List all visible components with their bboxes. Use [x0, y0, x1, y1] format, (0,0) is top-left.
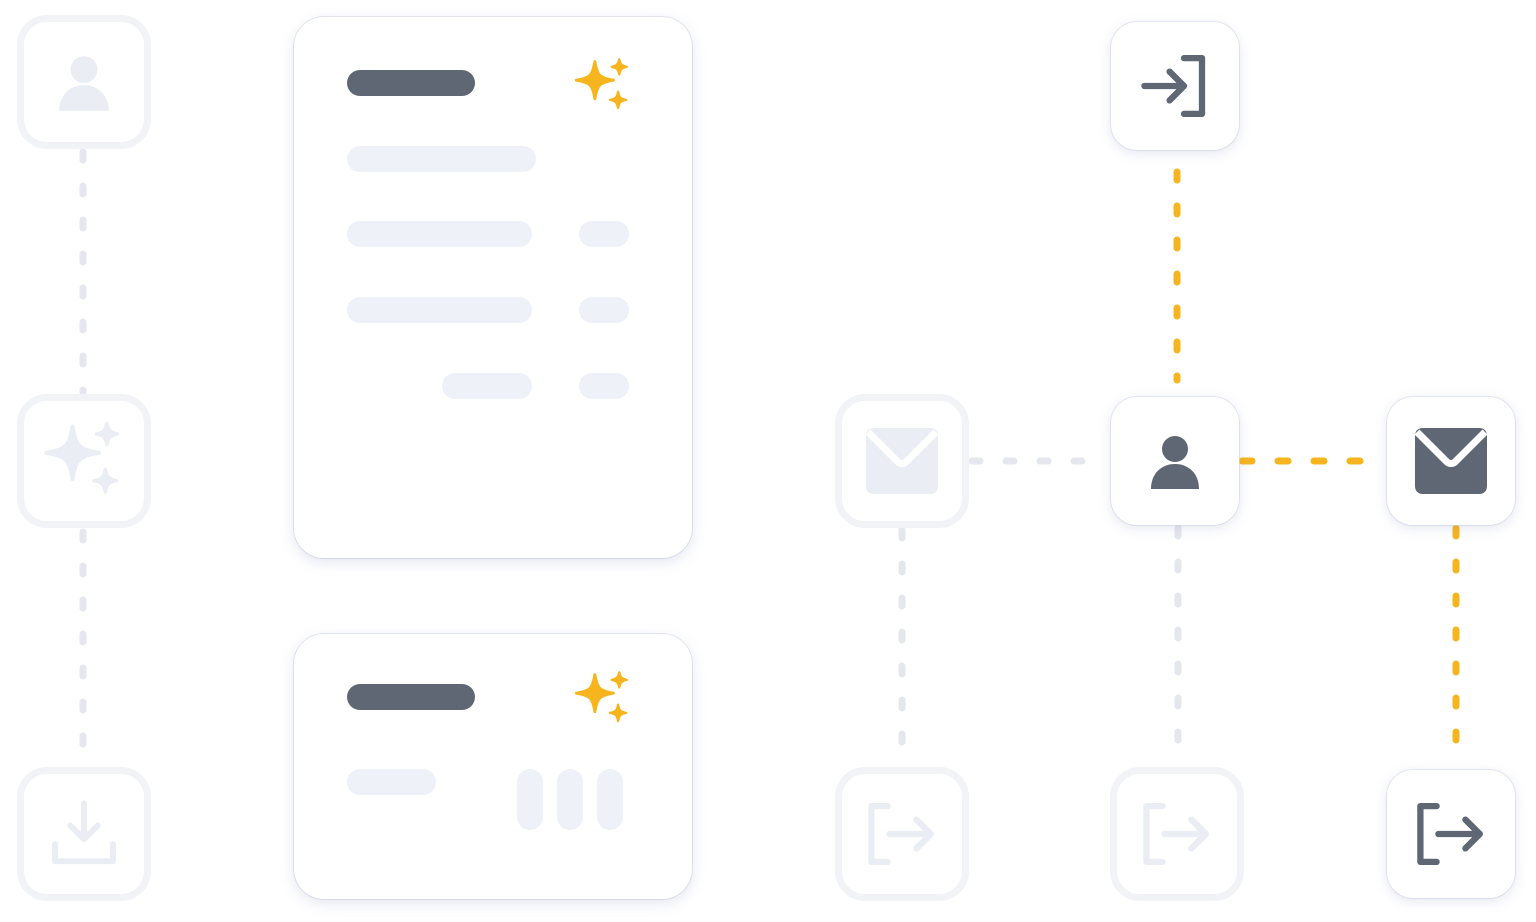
- card-line: [347, 221, 532, 247]
- user-icon: [51, 40, 117, 124]
- user-icon: [1143, 419, 1207, 503]
- card-column: [517, 769, 543, 830]
- login-node[interactable]: [1111, 22, 1239, 150]
- user-node-left[interactable]: [17, 15, 151, 149]
- card-value: [579, 221, 629, 247]
- mail-node-right[interactable]: [1387, 397, 1515, 525]
- card-title-bar: [347, 684, 475, 710]
- card-line: [347, 769, 436, 795]
- logout-icon: [1415, 802, 1487, 866]
- sparkle-icon: [574, 670, 632, 728]
- sparkle-icon: [43, 420, 125, 502]
- card-column: [597, 769, 623, 830]
- sparkle-node-left[interactable]: [17, 394, 151, 528]
- logout-icon: [866, 802, 938, 866]
- mail-icon: [1413, 426, 1489, 496]
- mini-card[interactable]: [294, 634, 692, 899]
- card-line: [347, 297, 532, 323]
- card-value: [579, 297, 629, 323]
- user-node-center[interactable]: [1111, 397, 1239, 525]
- logout-node-1[interactable]: [835, 767, 969, 901]
- card-title-bar: [347, 70, 475, 96]
- download-icon: [50, 799, 118, 869]
- mail-node-left[interactable]: [835, 394, 969, 528]
- mail-icon: [864, 426, 940, 496]
- logout-icon: [1141, 802, 1213, 866]
- card-line: [347, 146, 536, 172]
- card-column: [557, 769, 583, 830]
- card-line: [442, 373, 532, 399]
- sparkle-icon: [574, 57, 632, 115]
- login-icon: [1139, 54, 1211, 118]
- card-value: [579, 373, 629, 399]
- logout-node-2[interactable]: [1110, 767, 1244, 901]
- logout-node-3[interactable]: [1387, 770, 1515, 898]
- summary-card[interactable]: [294, 17, 692, 558]
- download-node-left[interactable]: [17, 767, 151, 901]
